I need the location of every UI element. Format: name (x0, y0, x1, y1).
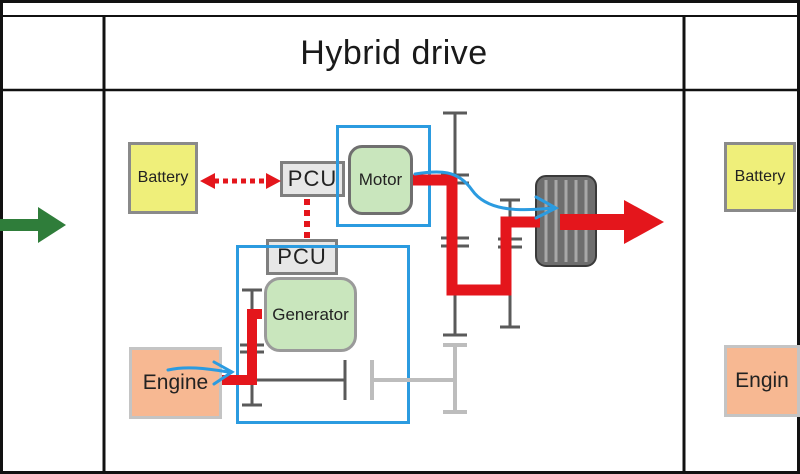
battery-pcu-link (200, 173, 281, 189)
battery-label-next-column: Battery (734, 168, 786, 185)
battery-box: Battery (128, 142, 198, 214)
pcu-top-box: PCU (280, 161, 345, 197)
battery-label: Battery (137, 169, 189, 186)
column-title: Hybrid drive (300, 33, 488, 72)
engine-label: Engine (142, 371, 209, 394)
engine-power-flow (222, 309, 262, 385)
motor-power-flow (413, 174, 540, 296)
generator-label: Generator (272, 304, 349, 324)
output-arrow (560, 200, 664, 244)
generator-box: Generator (264, 277, 357, 352)
engine-flow-overlay (166, 360, 235, 386)
motor-box: Motor (348, 145, 413, 215)
pcu-top-label: PCU (287, 166, 338, 191)
engine-box: Engine (129, 347, 222, 419)
engine-box-next-column: Engin (724, 345, 800, 417)
generator-highlight-frame (236, 245, 410, 424)
prev-column-arrow (0, 207, 66, 243)
pcu-lower-label: PCU (277, 244, 327, 269)
disengaged-clutch (370, 343, 467, 414)
engine-label-next-column: Engin (735, 369, 789, 392)
motor-flow-overlay (413, 170, 560, 220)
motor-label: Motor (358, 170, 403, 189)
battery-box-next-column: Battery (724, 142, 796, 212)
